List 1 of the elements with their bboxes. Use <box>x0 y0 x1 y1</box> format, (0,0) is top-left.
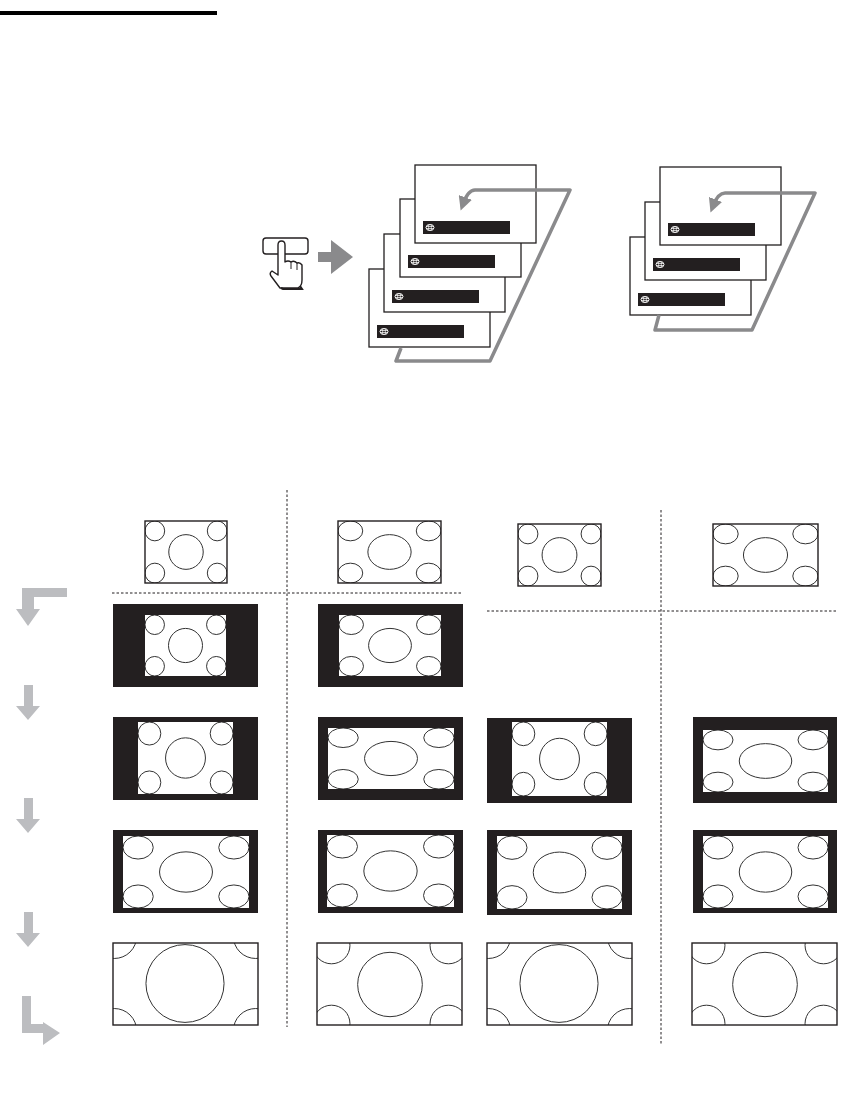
arrow <box>318 240 353 274</box>
